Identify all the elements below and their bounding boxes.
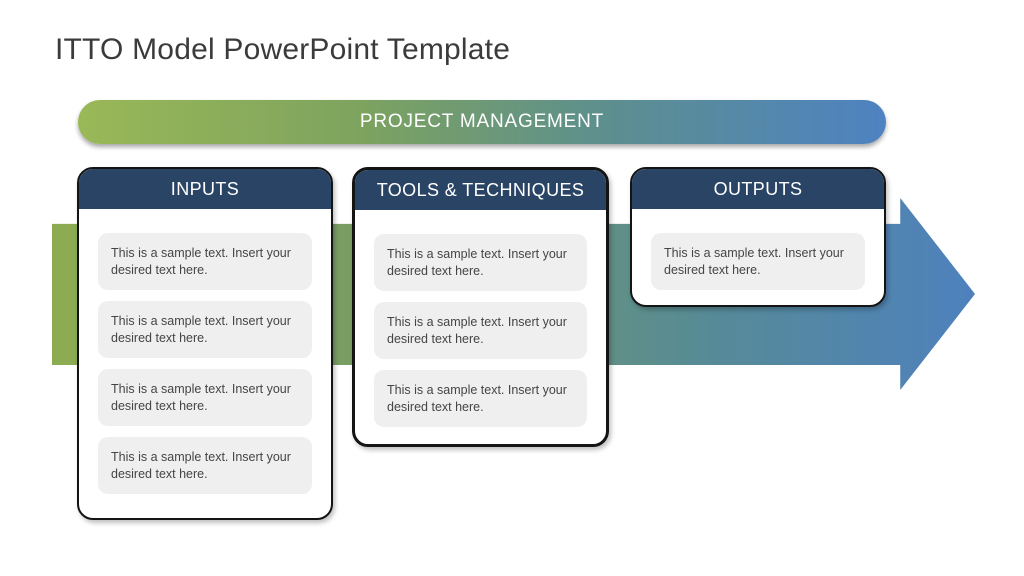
sample-text: This is a sample text. Insert your desir… — [111, 313, 291, 345]
tools-techniques-card-header: TOOLS & TECHNIQUES — [355, 170, 606, 210]
tools-techniques-card-body: This is a sample text. Insert your desir… — [355, 210, 606, 427]
inputs-card-title: INPUTS — [170, 178, 240, 199]
inputs-card-body: This is a sample text. Insert your desir… — [79, 209, 331, 494]
sample-text-box: This is a sample text. Insert your desir… — [374, 234, 587, 291]
inputs-card-header: INPUTS — [79, 169, 331, 209]
tools-techniques-card-title: TOOLS & TECHNIQUES — [376, 179, 585, 200]
sample-text-box: This is a sample text. Insert your desir… — [98, 369, 312, 426]
sample-text-box: This is a sample text. Insert your desir… — [374, 370, 587, 427]
outputs-card-header: OUTPUTS — [632, 169, 884, 209]
sample-text: This is a sample text. Insert your desir… — [111, 449, 291, 481]
outputs-card-title: OUTPUTS — [713, 178, 803, 199]
inputs-card: INPUTS This is a sample text. Insert you… — [77, 167, 333, 520]
sample-text: This is a sample text. Insert your desir… — [387, 314, 567, 346]
slide-title: ITTO Model PowerPoint Template — [55, 33, 511, 66]
banner-label: PROJECT MANAGEMENT — [359, 111, 605, 132]
sample-text-box: This is a sample text. Insert your desir… — [651, 233, 865, 290]
sample-text: This is a sample text. Insert your desir… — [387, 246, 567, 278]
sample-text: This is a sample text. Insert your desir… — [111, 381, 291, 413]
sample-text-box: This is a sample text. Insert your desir… — [374, 302, 587, 359]
outputs-card-body: This is a sample text. Insert your desir… — [632, 209, 884, 290]
outputs-card: OUTPUTS This is a sample text. Insert yo… — [630, 167, 886, 307]
tools-techniques-card: TOOLS & TECHNIQUES This is a sample text… — [352, 167, 609, 447]
sample-text: This is a sample text. Insert your desir… — [664, 245, 844, 277]
sample-text-box: This is a sample text. Insert your desir… — [98, 437, 312, 494]
sample-text-box: This is a sample text. Insert your desir… — [98, 233, 312, 290]
project-management-banner: PROJECT MANAGEMENT — [78, 100, 886, 144]
sample-text: This is a sample text. Insert your desir… — [111, 245, 291, 277]
sample-text-box: This is a sample text. Insert your desir… — [98, 301, 312, 358]
sample-text: This is a sample text. Insert your desir… — [387, 382, 567, 414]
